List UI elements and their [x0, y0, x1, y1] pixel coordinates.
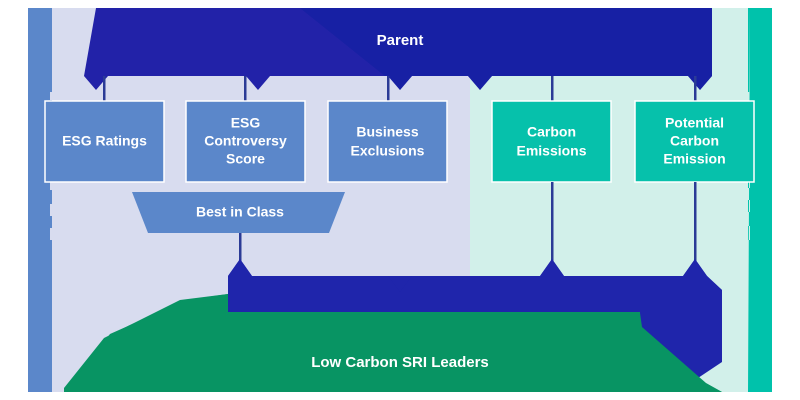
esg-controversy-score-label-line1: ESG [231, 115, 261, 131]
lower-connectors [239, 182, 697, 262]
esg-controversy-score-node[interactable]: ESG Controversy Score [185, 100, 306, 183]
left-edge-bar [28, 8, 52, 392]
potential-carbon-emission-label-line3: Emission [663, 151, 725, 167]
business-exclusions-label-line2: Exclusions [351, 143, 425, 159]
potential-carbon-emission-label-line1: Potential [665, 115, 724, 131]
right-edge-bar [748, 8, 772, 392]
potential-carbon-emission-label-line2: Carbon [670, 133, 719, 149]
carbon-emissions-node[interactable]: Carbon Emissions [491, 100, 612, 183]
best-in-class-node[interactable]: Best in Class [132, 192, 345, 233]
esg-controversy-score-label-line2: Controversy [204, 133, 287, 149]
parent-connectors [103, 76, 697, 102]
carbon-emissions-label-line1: Carbon [527, 124, 576, 140]
best-in-class-label: Best in Class [196, 204, 284, 220]
esg-ratings-label: ESG Ratings [62, 133, 147, 149]
esg-controversy-score-label-line3: Score [226, 151, 265, 167]
low-carbon-sri-leaders-label: Low Carbon SRI Leaders [311, 354, 489, 371]
business-exclusions-label-line1: Business [356, 124, 418, 140]
parent-label: Parent [377, 32, 424, 49]
low-carbon-sri-leaders-banner[interactable]: Low Carbon SRI Leaders [64, 294, 722, 392]
carbon-emissions-label-line2: Emissions [516, 143, 586, 159]
esg-ratings-node[interactable]: ESG Ratings [44, 100, 165, 183]
business-exclusions-node[interactable]: Business Exclusions [327, 100, 448, 183]
potential-carbon-emission-node[interactable]: Potential Carbon Emission [634, 100, 755, 183]
parent-banner[interactable]: Parent [84, 8, 712, 90]
